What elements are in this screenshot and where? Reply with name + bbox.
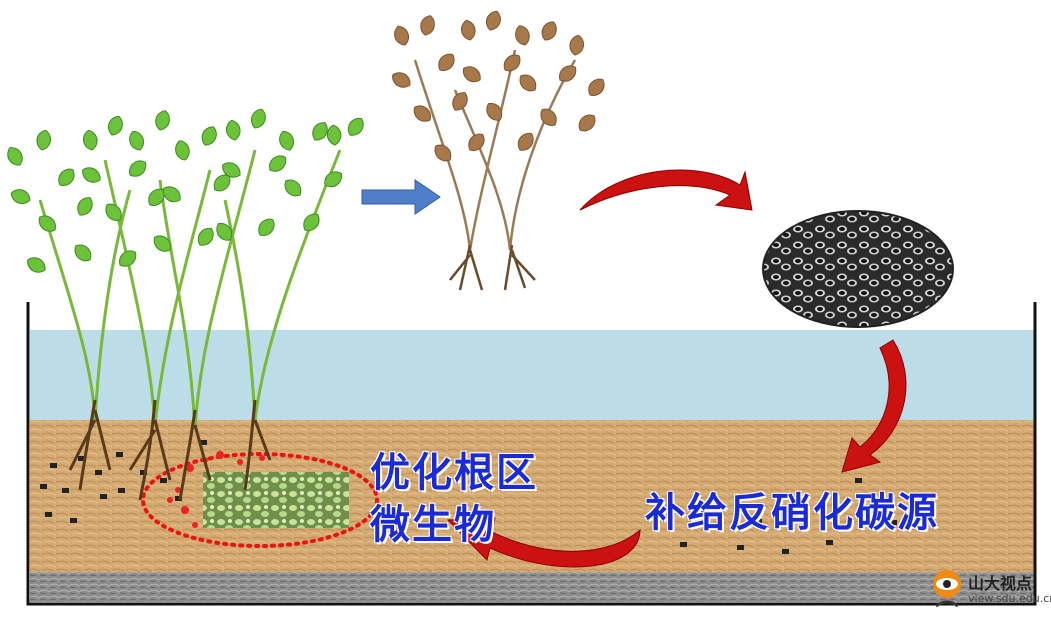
carbon-source-label: 补给反硝化碳源 <box>645 490 939 536</box>
watermark-url: view.sdu.edu.cn <box>968 592 1051 605</box>
red-arrow-to-carbon <box>841 339 907 473</box>
soil-particles <box>40 440 897 554</box>
gravel-bottom-layer <box>30 572 1035 602</box>
microbe-image <box>203 472 349 528</box>
dried-plants <box>388 8 609 291</box>
water-layer <box>30 330 1035 422</box>
green-plants <box>3 106 368 501</box>
red-arrow-to-microbes <box>446 517 641 568</box>
biochar-image <box>762 210 954 328</box>
tank-outline <box>26 302 1037 606</box>
eye-logo-icon <box>933 570 961 608</box>
blue-arrow <box>361 179 441 215</box>
root-zone-microbe-label-line2: 微生物 <box>370 502 496 548</box>
red-arrow-to-biochar <box>579 169 753 211</box>
root-zone-microbe-label-line1: 优化根区 <box>370 450 538 496</box>
watermark-title: 山大视点 <box>968 574 1033 593</box>
root-zone-ellipse <box>141 452 379 548</box>
watermark: 山大视点 view.sdu.edu.cn <box>928 566 1051 622</box>
